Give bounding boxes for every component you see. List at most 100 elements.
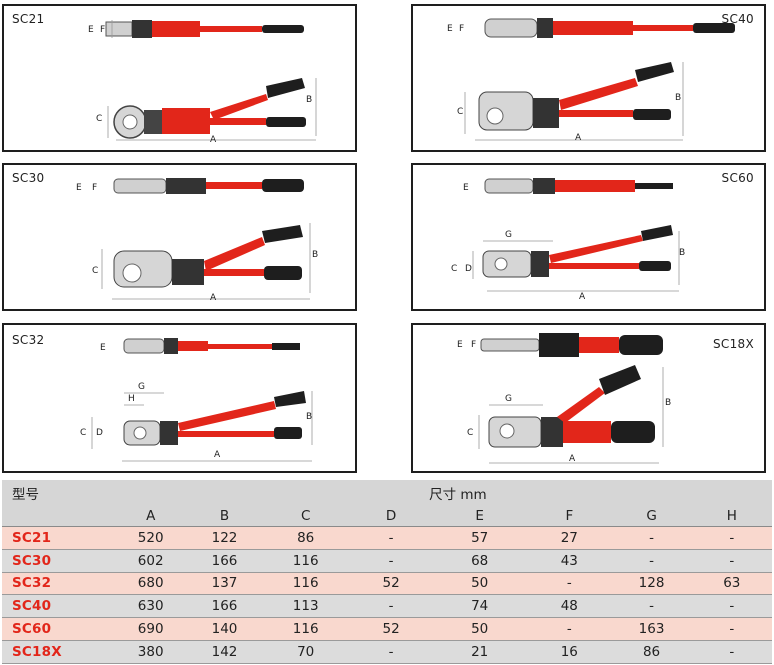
cell: 680 xyxy=(113,572,188,596)
dim-label-b: B xyxy=(306,412,312,422)
dim-label-a: A xyxy=(575,133,582,143)
cell: 16 xyxy=(527,640,612,664)
cell: 86 xyxy=(261,526,350,550)
cell: - xyxy=(691,640,772,664)
cell: - xyxy=(349,526,433,550)
panel-sc32: SC32 E G H C D B A xyxy=(2,323,357,473)
column-header-g: G xyxy=(611,506,692,527)
cell: 50 xyxy=(432,617,528,641)
model-label: SC18X xyxy=(713,337,754,351)
panel-sc18x: SC18X E F G C B A xyxy=(411,323,766,473)
cell: 166 xyxy=(187,594,262,619)
sc21-tool-drawing: E F C B A xyxy=(88,20,317,145)
dim-label-g: G xyxy=(505,394,512,404)
dim-label-c: C xyxy=(467,428,473,438)
dim-label-d: D xyxy=(96,428,103,438)
cell: 116 xyxy=(261,572,350,596)
cell: 116 xyxy=(261,549,350,573)
dim-label-a: A xyxy=(569,454,576,464)
cell: - xyxy=(611,526,692,550)
dim-label-a: A xyxy=(579,292,586,302)
cell: 86 xyxy=(611,640,692,664)
model-cell: SC60 xyxy=(2,617,114,641)
dim-label-g: G xyxy=(505,230,512,240)
cell: 48 xyxy=(527,594,612,619)
panel-sc21: SC21 E F C B A xyxy=(2,4,357,152)
cell: 520 xyxy=(113,526,188,550)
cell: 43 xyxy=(527,549,612,573)
cell: 74 xyxy=(432,594,528,619)
column-header-a: A xyxy=(113,506,188,527)
dim-label-c: C xyxy=(92,266,98,276)
dim-label-e: E xyxy=(463,183,469,193)
column-header-e: E xyxy=(432,506,528,527)
dim-label-c: C xyxy=(451,264,457,274)
dim-label-f: F xyxy=(471,340,476,350)
cell: 116 xyxy=(261,617,350,641)
model-label: SC32 xyxy=(12,333,45,347)
cell: 163 xyxy=(611,617,692,641)
model-column-header: 型号 xyxy=(2,480,114,506)
column-header-f: F xyxy=(527,506,612,527)
cell: - xyxy=(691,549,772,573)
dim-label-b: B xyxy=(312,250,318,260)
cell: 142 xyxy=(187,640,262,664)
dim-label-e: E xyxy=(100,343,106,353)
model-label: SC60 xyxy=(721,171,754,185)
cell: 137 xyxy=(187,572,262,596)
dim-label-f: F xyxy=(100,25,105,35)
table-row: SC32 680 137 116 52 50 - 128 63 xyxy=(2,572,772,596)
dim-label-e: E xyxy=(88,25,94,35)
cell: 52 xyxy=(349,572,433,596)
cell: 140 xyxy=(187,617,262,641)
dim-label-c: C xyxy=(80,428,86,438)
cell: 27 xyxy=(527,526,612,550)
column-header-b: B xyxy=(187,506,262,527)
table-row: SC30 602 166 116 - 68 43 - - xyxy=(2,549,772,573)
cell: - xyxy=(349,549,433,573)
table-row: SC18X 380 142 70 - 21 16 86 - xyxy=(2,640,772,664)
cell: 602 xyxy=(113,549,188,573)
sc18x-tool-drawing: E F G C B A xyxy=(457,333,671,464)
dim-label-h: H xyxy=(128,394,135,404)
cell: 122 xyxy=(187,526,262,550)
model-label: SC21 xyxy=(12,12,45,26)
cell: 70 xyxy=(261,640,350,664)
cell: - xyxy=(691,617,772,641)
dim-label-d: D xyxy=(465,264,472,274)
cell: 21 xyxy=(432,640,528,664)
table-row: SC60 690 140 116 52 50 - 163 - xyxy=(2,617,772,641)
cell: 50 xyxy=(432,572,528,596)
dimension-header: 尺寸 mm xyxy=(113,480,772,506)
cell: - xyxy=(691,526,772,550)
cell: - xyxy=(691,594,772,619)
model-cell: SC40 xyxy=(2,594,114,619)
cell: 690 xyxy=(113,617,188,641)
table-row: SC21 520 122 86 - 57 27 - - xyxy=(2,526,772,550)
column-header-c: C xyxy=(261,506,350,527)
dim-label-c: C xyxy=(457,107,463,117)
cell: 166 xyxy=(187,549,262,573)
cell: 380 xyxy=(113,640,188,664)
model-label: SC40 xyxy=(721,12,754,26)
dim-label-a: A xyxy=(210,135,217,145)
dim-label-b: B xyxy=(665,398,671,408)
dim-label-e: E xyxy=(76,183,82,193)
cell: 52 xyxy=(349,617,433,641)
cell: - xyxy=(349,594,433,619)
cell: - xyxy=(611,594,692,619)
cell: - xyxy=(527,572,612,596)
column-header-d: D xyxy=(349,506,433,527)
panel-sc30: SC30 E F C B A xyxy=(2,163,357,311)
table-columns-row: A B C D E F G H xyxy=(2,506,772,527)
panel-sc60: SC60 E G C D B A xyxy=(411,163,766,311)
dim-label-b: B xyxy=(306,95,312,105)
dim-label-b: B xyxy=(675,93,681,103)
dim-label-a: A xyxy=(210,293,217,303)
dim-label-g: G xyxy=(138,382,145,392)
model-cell: SC30 xyxy=(2,549,114,573)
table-header-row: 型号 尺寸 mm xyxy=(2,480,772,506)
column-header-h: H xyxy=(691,506,772,527)
sc40-tool-drawing: E F C B A xyxy=(447,18,735,143)
table-row: SC40 630 166 113 - 74 48 - - xyxy=(2,594,772,619)
